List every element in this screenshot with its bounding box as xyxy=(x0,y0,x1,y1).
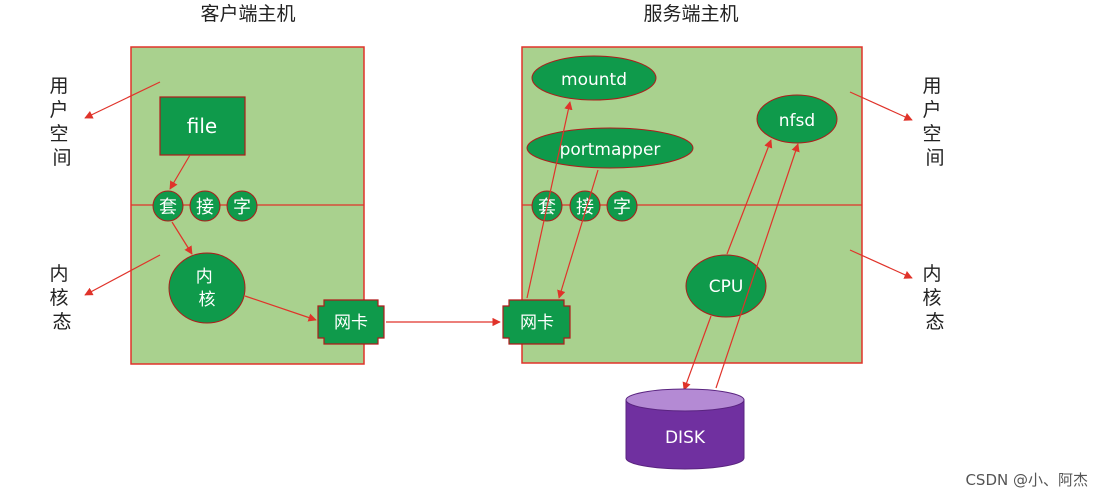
client-nic-label: 网卡 xyxy=(334,313,368,333)
client-socket-char-3: 字 xyxy=(233,197,251,218)
server-host-title: 服务端主机 xyxy=(643,3,738,25)
client-kernel-label: 内 核 xyxy=(196,267,218,310)
client-socket-circle-3 xyxy=(226,190,258,222)
client-kernel-space-pointer xyxy=(84,254,161,296)
mountd-label: mountd xyxy=(561,70,627,90)
client-socket-circle-1 xyxy=(152,190,184,222)
arrow-cpu-to-nfsd xyxy=(726,139,773,255)
server-nic xyxy=(502,299,571,345)
cpu-node xyxy=(685,254,767,318)
portmapper-node xyxy=(526,127,694,169)
mountd-node xyxy=(531,55,657,101)
client-socket-circle-2 xyxy=(189,190,221,222)
arrow-socket-to-kernel xyxy=(171,221,193,255)
file-label: file xyxy=(187,114,217,138)
client-kernel-node xyxy=(168,252,246,324)
server-socket-circle-2 xyxy=(569,190,601,222)
file-box xyxy=(159,96,246,156)
server-socket-char-3: 字 xyxy=(613,197,631,218)
server-kernel-space-label: 内 核 态 xyxy=(922,263,947,333)
client-user-space-pointer xyxy=(84,81,161,119)
disk-cylinder xyxy=(625,388,745,470)
server-nic-label: 网卡 xyxy=(520,313,554,333)
client-user-space-label: 用 户 空 间 xyxy=(49,75,74,169)
arrow-cpu-to-disk xyxy=(682,315,712,391)
server-socket-circle-3 xyxy=(606,190,638,222)
client-socket-char-2: 接 xyxy=(196,197,214,218)
disk-label: DISK xyxy=(665,428,706,448)
arrow-kernel-to-nic xyxy=(244,295,317,322)
server-socket-char-2: 接 xyxy=(576,197,594,218)
cpu-label: CPU xyxy=(709,277,744,297)
portmapper-label: portmapper xyxy=(560,140,661,160)
arrow-portmapper-to-nic xyxy=(557,169,599,299)
server-user-space-pointer xyxy=(849,91,913,121)
arrow-disk-to-nfsd xyxy=(715,143,800,389)
server-user-space-label: 用 户 空 间 xyxy=(922,75,947,169)
server-kernel-space-pointer xyxy=(849,249,913,279)
nfsd-node xyxy=(756,94,838,144)
client-kernel-space-label: 内 核 态 xyxy=(49,263,74,333)
nfsd-label: nfsd xyxy=(779,111,815,131)
watermark: CSDN @小、阿杰 xyxy=(965,471,1088,489)
client-nic xyxy=(317,299,385,345)
arrow-file-to-socket xyxy=(169,154,191,190)
client-socket-char-1: 套 xyxy=(159,197,177,218)
client-host-title: 客户端主机 xyxy=(200,3,295,25)
arrow-nic-to-mountd xyxy=(526,101,573,299)
